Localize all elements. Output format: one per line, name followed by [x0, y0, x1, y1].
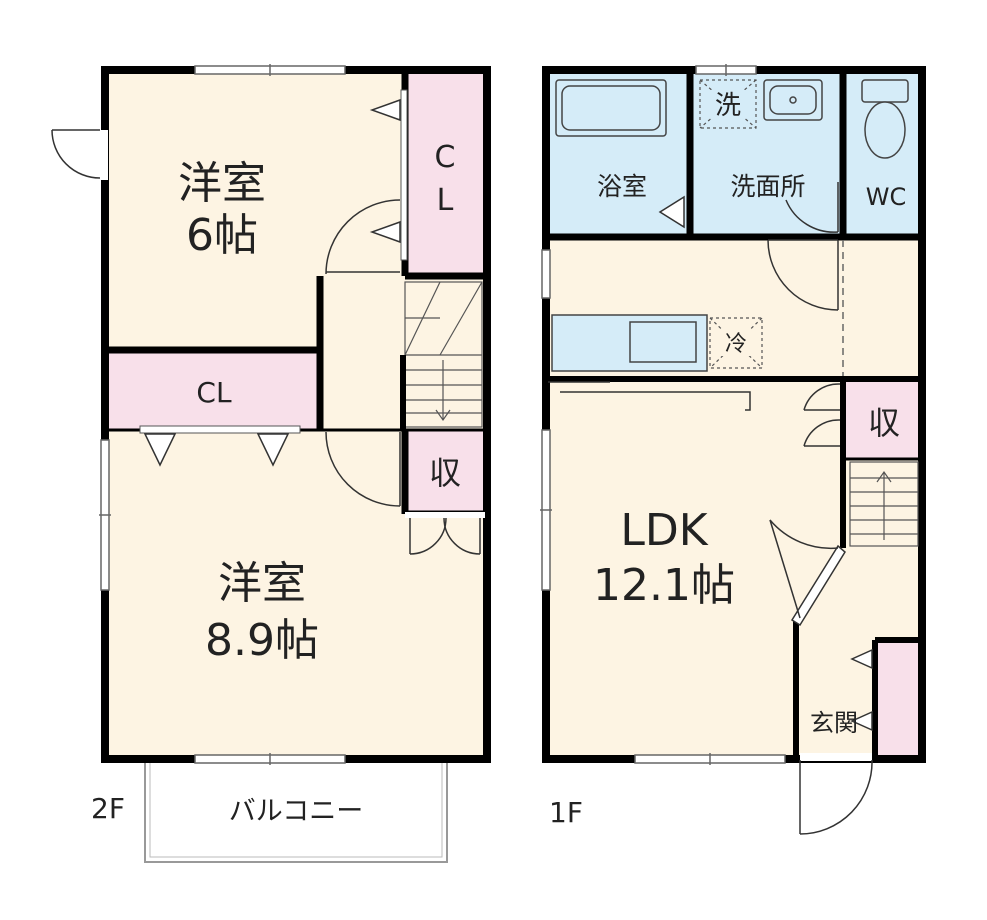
washroom-label: 洗面所 [730, 172, 805, 201]
door [325, 431, 401, 507]
floor-2f: 洋室 6帖 C L CL 収 洋室 8.9帖 バルコニー 2F [51, 64, 491, 863]
door [548, 182, 841, 447]
storage-2f-label: 収 [429, 454, 461, 492]
staircase [849, 461, 919, 547]
floor-label-2f: 2F [91, 792, 125, 825]
floor-1f: 浴室 洗面所 洗 WC 冷 収 LDK 12.1帖 玄関 1F [540, 64, 926, 835]
fridge-label-bg [720, 330, 752, 356]
entrance-label: 玄関 [810, 709, 858, 737]
storage-1f-label: 収 [868, 404, 900, 442]
closet-horizontal-floor [107, 350, 320, 430]
door [769, 519, 846, 627]
closet-horizontal-label: CL [196, 376, 232, 409]
closet-vertical-floor [405, 72, 485, 276]
door [405, 512, 485, 555]
staircase [404, 281, 483, 428]
window [540, 64, 786, 765]
bathtub [555, 79, 667, 137]
closet-vertical-label-2: L [437, 183, 454, 218]
closet-door-marks [850, 648, 873, 732]
door [799, 753, 873, 835]
sink [763, 79, 823, 121]
fridge-label: 冷 [725, 332, 747, 357]
ldk-size: 12.1帖 [593, 560, 735, 611]
storage-1f-floor [843, 379, 920, 459]
window [99, 64, 346, 765]
storage-2f-floor [405, 430, 485, 514]
room-western-89-size: 8.9帖 [205, 615, 319, 666]
washer-label: 洗 [715, 91, 741, 121]
floor-label-1f: 1F [549, 796, 583, 829]
room-western-89-name: 洋室 [218, 558, 306, 609]
wc-label: WC [866, 183, 907, 211]
door [51, 129, 108, 180]
door [325, 199, 401, 275]
kitchen-counter [551, 314, 708, 372]
shoe-closet-floor [875, 640, 920, 757]
closet-door-marks [139, 425, 301, 467]
room-western-6-size: 6帖 [186, 210, 258, 261]
ldk-name: LDK [620, 505, 708, 556]
toilet [861, 79, 909, 159]
washer-label-bg [710, 90, 746, 118]
bath-label: 浴室 [597, 172, 647, 201]
room-western-6-name: 洋室 [178, 158, 266, 209]
balcony-label: バルコニー [229, 796, 363, 827]
closet-door-marks [369, 89, 408, 261]
closet-vertical-label-1: C [435, 140, 456, 175]
